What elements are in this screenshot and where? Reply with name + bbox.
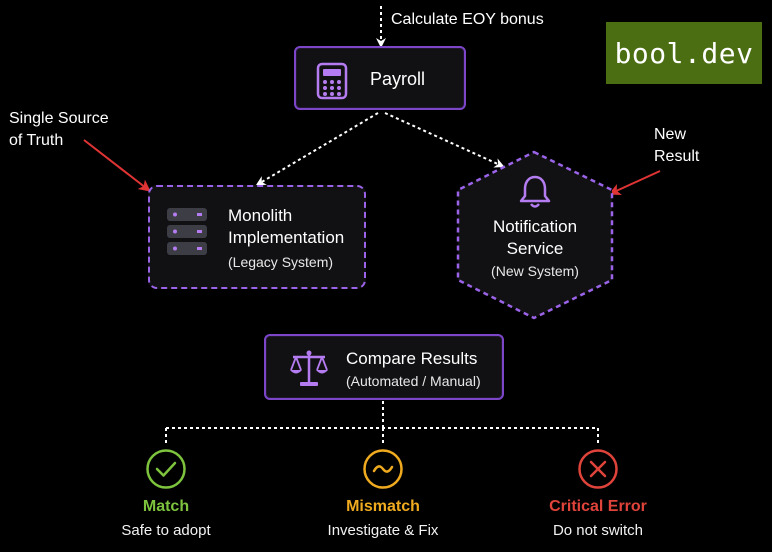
monolith-node[interactable]: Monolith Implementation (Legacy System) xyxy=(148,185,366,289)
bool-dev-logo[interactable]: bool.dev xyxy=(606,22,762,84)
compare-subtitle: (Automated / Manual) xyxy=(346,373,481,390)
logo-text: bool.dev xyxy=(614,36,754,70)
outcome-mismatch-subtitle: Investigate & Fix xyxy=(327,522,439,539)
single-source-annotation: Single Source of Truth xyxy=(9,110,109,149)
outcome-match: Match Safe to adopt xyxy=(106,448,226,539)
payroll-node[interactable]: Payroll xyxy=(294,46,466,110)
outcome-mismatch: Mismatch Investigate & Fix xyxy=(313,448,453,539)
bell-icon xyxy=(518,174,552,215)
monolith-title-line2: Implementation xyxy=(228,228,345,248)
trigger-label: Calculate EOY bonus xyxy=(391,11,544,28)
outcome-mismatch-title: Mismatch xyxy=(346,498,420,515)
tilde-icon xyxy=(362,448,404,490)
payroll-to-monolith-arrow xyxy=(255,112,379,186)
payroll-label: Payroll xyxy=(370,69,426,89)
check-icon xyxy=(145,448,187,490)
notification-node[interactable]: Notification Service (New System) xyxy=(458,152,612,318)
outcome-match-title: Match xyxy=(142,498,190,515)
compare-node[interactable]: Compare Results (Automated / Manual) xyxy=(264,334,504,400)
x-icon xyxy=(577,448,619,490)
compare-title: Compare Results xyxy=(346,349,478,368)
new-result-arrow xyxy=(608,170,661,195)
outcome-match-subtitle: Safe to adopt xyxy=(121,522,211,539)
monolith-title-line1: Monolith xyxy=(228,206,293,225)
new-result-annotation: New Result xyxy=(654,126,700,165)
notification-title-line1: Notification xyxy=(492,217,578,236)
notification-title-line2: Service xyxy=(506,239,564,259)
monolith-subtitle: (Legacy System) xyxy=(228,254,334,271)
notification-subtitle: (New System) xyxy=(491,263,579,280)
outcome-error: Critical Error Do not switch xyxy=(533,448,663,539)
outcome-error-title: Critical Error xyxy=(549,498,647,515)
server-stack-icon xyxy=(166,207,210,262)
scales-icon xyxy=(288,348,330,393)
calculator-icon xyxy=(316,62,348,105)
outcome-error-subtitle: Do not switch xyxy=(552,522,644,539)
